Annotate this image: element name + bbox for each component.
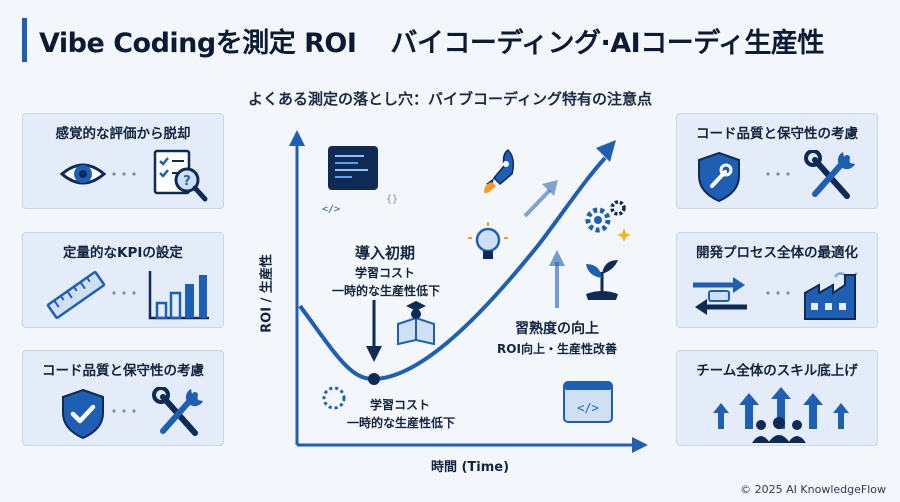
svg-text:{}: {} (386, 194, 398, 205)
right-card-2-title: 開発プロセス全体の最適化 (696, 245, 858, 261)
curve-svg: </> {} (289, 130, 648, 453)
graduation-book-icon (397, 301, 435, 346)
code-window-icon: </> {} (322, 146, 398, 215)
dots-icon (112, 172, 136, 176)
y-axis-label: ROI / 生産性 (259, 254, 275, 333)
left-card-1: 感覚的な評価から脱却 ? (22, 113, 224, 209)
left-card-1-title: 感覚的な評価から脱却 (55, 126, 191, 142)
code-editor-icon: </> (563, 381, 613, 423)
dots-icon (112, 409, 136, 413)
y-axis-label-wrap: ROI / 生産性 (250, 228, 280, 358)
phase1-title: 導入初期 (354, 244, 415, 262)
left-card-3-title: コード品質と保守性の考慮 (42, 363, 204, 379)
right-card-1: コード品質と保守性の考慮 (676, 113, 878, 209)
phase1-line2: 一時的な生産性低下 (331, 284, 440, 298)
trough-line1: 学習コスト (369, 398, 430, 412)
checklist-magnifier-icon: ? (153, 149, 208, 202)
page-title-left: Vibe Codingを測定 ROI (39, 27, 357, 59)
left-card-3: コード品質と保守性の考慮 (22, 350, 224, 446)
ruler-icon (46, 270, 106, 320)
phase2-line1: ROI向上・生産性改善 (497, 342, 617, 356)
eye-icon (59, 163, 107, 185)
process-arrows-icon (693, 277, 747, 315)
x-axis-arrowhead (632, 437, 648, 453)
svg-text:?: ? (183, 174, 191, 189)
subtitle: よくある測定の落とし穴：バイブコーディング特有の注意点 (248, 90, 652, 108)
x-axis-label: 時間 (Time) (430, 460, 510, 475)
right-card-1-title: コード品質と保守性の考慮 (696, 126, 858, 142)
page-title-right: バイコーディング·AIコーディ生産性 (390, 27, 824, 59)
trough-marker (368, 373, 380, 385)
svg-text:</>: </> (322, 204, 340, 215)
learning-curve (298, 156, 607, 382)
dots-icon (766, 172, 790, 176)
title-bar: Vibe Codingを測定 ROI バイコーディング·AIコーディ生産性 (22, 18, 878, 62)
phase1-line1: 学習コスト (354, 266, 415, 280)
factory-icon (804, 272, 858, 320)
y-axis-arrowhead (289, 130, 305, 146)
left-card-2: 定量的なKPIの設定 (22, 232, 224, 328)
trough-line2: 一時的な生産性低下 (346, 416, 455, 430)
tools-icon (152, 387, 203, 436)
rising-arrows-team-icon (713, 387, 849, 443)
right-card-3: チーム全体のスキル底上げ (676, 350, 878, 446)
learning-curve-arrowhead (596, 140, 616, 162)
sprout-icon (586, 260, 618, 300)
page-title: Vibe Codingを測定 ROI バイコーディング·AIコーディ生産性 (39, 21, 824, 60)
tools-icon (804, 150, 855, 199)
dots-icon (766, 291, 790, 295)
lightbulb-icon (468, 222, 508, 259)
shield-check-icon (62, 388, 104, 440)
right-card-2: 開発プロセス全体の最適化 (676, 232, 878, 328)
right-card-3-title: チーム全体のスキル底上げ (696, 363, 858, 379)
svg-text:</>: </> (577, 401, 599, 415)
loading-spinner-icon (322, 386, 346, 410)
left-card-2-title: 定量的なKPIの設定 (63, 245, 183, 261)
rocket-icon (484, 149, 515, 194)
learning-curve-chart: </> {} (240, 118, 660, 478)
copyright: © 2025 AI KnowledgeFlow (740, 483, 886, 496)
bar-chart-icon (148, 271, 209, 320)
phase2-title: 習熟度の向上 (515, 321, 599, 337)
gears-icon (585, 200, 631, 242)
dots-icon (112, 291, 136, 295)
shield-wrench-icon (698, 151, 740, 203)
